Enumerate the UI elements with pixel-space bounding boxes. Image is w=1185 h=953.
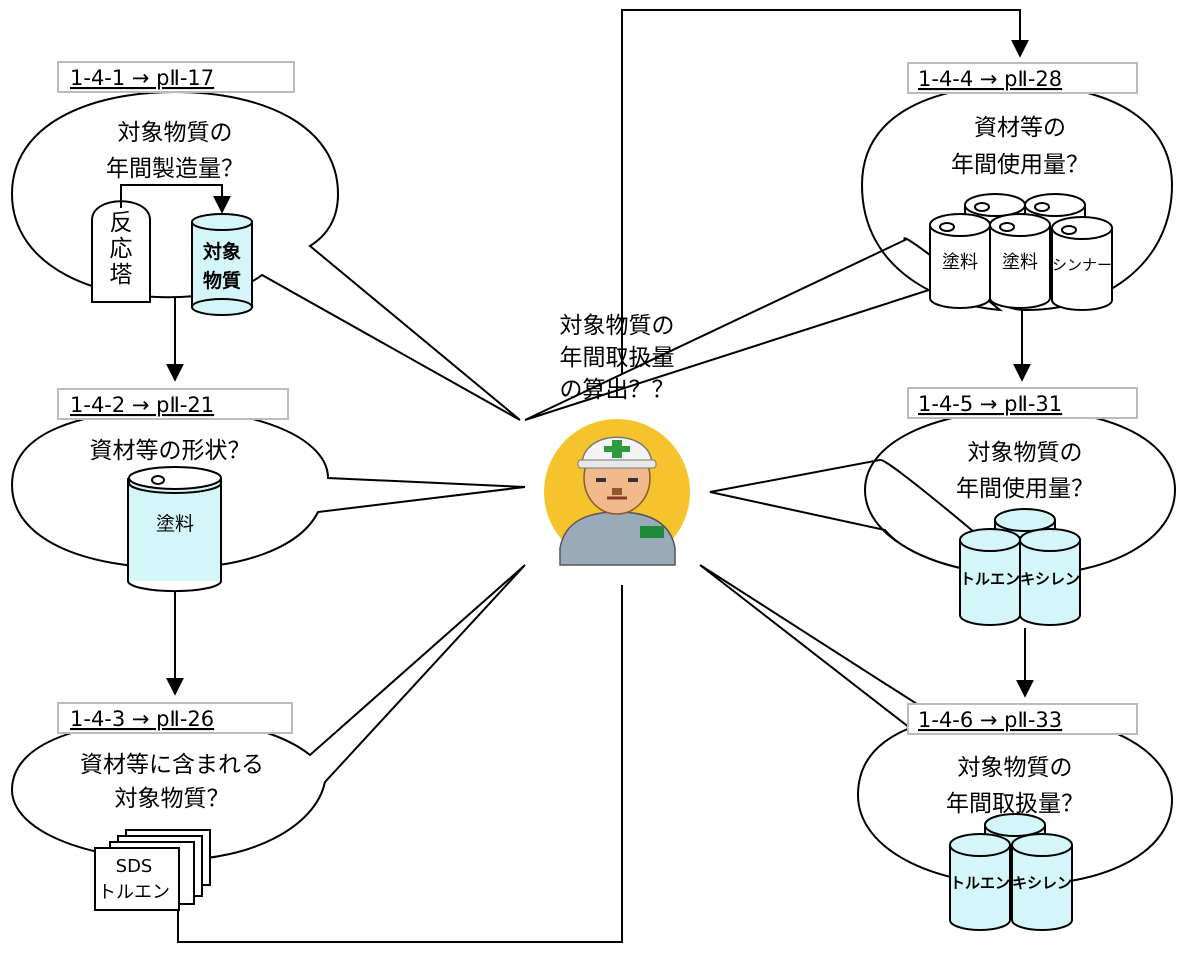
bubble-text-step1-l2: 年間製造量？	[106, 156, 244, 182]
drum-label-4a: 塗料	[942, 251, 978, 273]
drum-label-5b: キシレン	[1020, 570, 1080, 588]
tower-label-1: 反	[110, 210, 133, 236]
bubble-text-step2: 資材等の形状？	[90, 438, 251, 464]
drum-label-4b: 塗料	[1002, 251, 1038, 273]
sds-document-stack: SDS トルエン	[94, 829, 211, 911]
bubble-text-step1-l1: 対象物質の	[118, 120, 233, 146]
drum-cluster-step5: トルエン キシレン	[959, 508, 1081, 626]
drum-label-4c: シンナー	[1052, 256, 1112, 274]
ref-box-step5	[907, 387, 1138, 419]
ref-label-step6[interactable]: 1-4-6 → pⅡ-33	[918, 708, 1062, 732]
tower-label-2: 応	[110, 236, 133, 262]
bubble-text-step6-l2: 年間取扱量？	[946, 791, 1084, 817]
ref-label-step2[interactable]: 1-4-2 → pⅡ-21	[70, 393, 214, 417]
bubble-text-step3-l2: 対象物質？	[115, 786, 230, 812]
center-question-l2: 年間取扱量	[560, 345, 675, 371]
reaction-tower	[91, 200, 151, 303]
tower-to-tank-arrow	[120, 184, 231, 214]
bubble-text-step4-l2: 年間使用量？	[951, 152, 1089, 178]
tank-label-1: 対象	[202, 240, 241, 263]
worker-helmet-icon	[544, 419, 690, 566]
center-question-l3: の算出？？	[560, 377, 675, 403]
ref-label-step1[interactable]: 1-4-1 → pⅡ-17	[70, 66, 214, 90]
ref-label-step4[interactable]: 1-4-4 → pⅡ-28	[918, 67, 1062, 91]
bubble-text-step4-l1: 資材等の	[974, 115, 1066, 141]
tank-label-2: 物質	[203, 269, 241, 292]
ref-label-step3[interactable]: 1-4-3 → pⅡ-26	[70, 707, 214, 731]
ref-box-step6	[907, 703, 1138, 735]
drum-label-6a: トルエン	[950, 874, 1010, 892]
bubble-text-step5-l2: 年間使用量？	[956, 476, 1094, 502]
bubble-text-step6-l1: 対象物質の	[958, 755, 1073, 781]
bubble-step2: 1-4-2 → pⅡ-21 資材等の形状？ 塗料	[10, 388, 526, 593]
drum-label-5a: トルエン	[960, 570, 1020, 588]
bubble-step4: 1-4-4 → pⅡ-28 資材等の 年間使用量？ 塗料 塗料 シンナー	[524, 62, 1174, 421]
drum-label-paint: 塗料	[156, 512, 194, 535]
ref-box-step2	[57, 388, 289, 420]
bubble-step5: 1-4-5 → pⅡ-31 対象物質の 年間使用量？ トルエン キシレン	[709, 387, 1177, 626]
ref-label-step5[interactable]: 1-4-5 → pⅡ-31	[918, 392, 1062, 416]
drum-cluster-step6: トルエン キシレン	[949, 813, 1073, 931]
drum-label-6b: キシレン	[1012, 874, 1072, 892]
center-question-l1: 対象物質の	[560, 313, 675, 339]
drum-cluster-step4: 塗料 塗料 シンナー	[929, 193, 1113, 311]
connector-s3-to-s4	[177, 585, 623, 943]
ref-box-step1	[57, 61, 295, 93]
bubble-step1: 1-4-1 → pⅡ-17 対象物質の 年間製造量？ 反 応 塔 対象 物質	[10, 61, 521, 421]
target-tank: 対象 物質	[191, 213, 253, 316]
bubble-text-step5-l1: 対象物質の	[968, 440, 1083, 466]
bubble-step6: 1-4-6 → pⅡ-33 対象物質の 年間取扱量？ トルエン キシレン	[699, 564, 1174, 931]
bubble-text-step3-l1: 資材等に含まれる	[80, 752, 264, 778]
paint-drum: 塗料	[127, 466, 222, 593]
ref-box-step4	[907, 62, 1138, 94]
tower-label-3: 塔	[110, 262, 133, 288]
bubble-step3: 1-4-3 → pⅡ-26 資材等に含まれる 対象物質？ SDS トルエン	[10, 564, 526, 911]
connector-top-to-s4	[621, 9, 1029, 385]
sds-label-2: トルエン	[98, 882, 170, 903]
ref-box-step3	[57, 702, 293, 734]
sds-label-1: SDS	[116, 856, 153, 877]
